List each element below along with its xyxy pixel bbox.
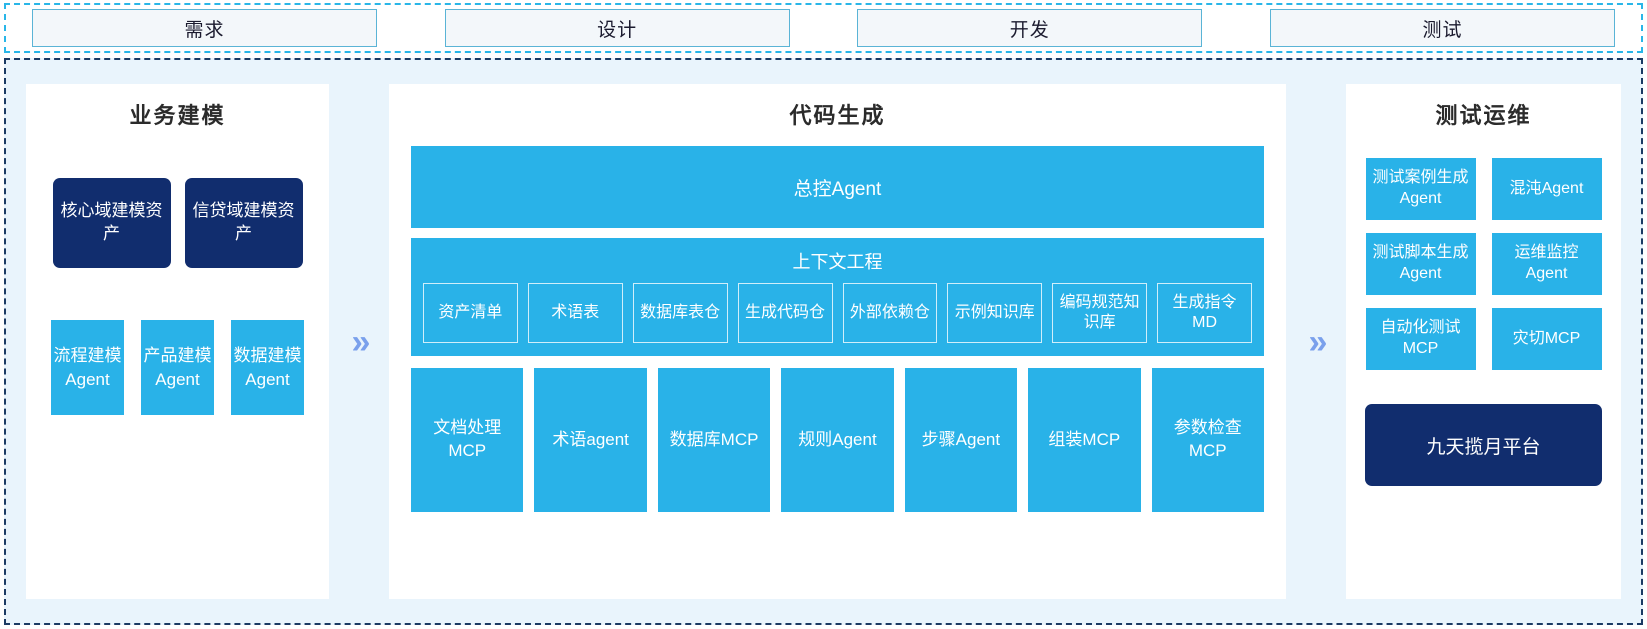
context-item-asset-inventory[interactable]: 资产清单 <box>423 283 518 343</box>
master-agent-label: 总控Agent <box>793 178 882 200</box>
tool-label: 文档处理MCP <box>433 418 502 460</box>
context-item-label: 生成指令MD <box>1172 294 1237 331</box>
platform-label: 九天揽月平台 <box>1426 436 1541 458</box>
test-ops-label: 运维监控Agent <box>1514 244 1579 282</box>
context-engineering-title: 上下文工程 <box>792 252 883 272</box>
asset-label: 核心域建模资产 <box>60 201 163 243</box>
modeling-agent-label: 产品建模Agent <box>143 345 212 389</box>
test-ops-label: 混沌Agent <box>1509 179 1584 197</box>
chevron-glyph: » <box>351 322 371 361</box>
context-item-example-knowledge-base[interactable]: 示例知识库 <box>947 283 1043 343</box>
context-item-label: 资产清单 <box>438 304 503 322</box>
chevron-right-icon-left: » <box>329 84 389 599</box>
context-item-glossary[interactable]: 术语表 <box>527 283 623 343</box>
test-ops-label: 测试脚本生成Agent <box>1372 244 1469 282</box>
asset-label: 信贷域建模资产 <box>192 201 295 243</box>
tool-box-parameter-check-mcp[interactable]: 参数检查MCP <box>1151 368 1264 512</box>
modeling-agent-data[interactable]: 数据建模Agent <box>231 320 304 415</box>
context-item-generated-code-repo[interactable]: 生成代码仓 <box>737 283 833 343</box>
phase-box-design[interactable]: 设计 <box>444 9 790 47</box>
context-item-generation-instruction-md[interactable]: 生成指令MD <box>1157 283 1252 343</box>
modeling-agent-label: 流程建模Agent <box>53 345 122 389</box>
panel-code-generation: 代码生成 总控Agent 上下文工程 资产清单 术语表 <box>389 84 1286 599</box>
context-item-label: 术语表 <box>551 304 600 322</box>
context-item-label: 数据库表仓 <box>640 304 721 322</box>
panel-business-modeling: 业务建模 核心域建模资产 信贷域建模资产 流程建模Agent 产品建模Agent… <box>26 84 329 599</box>
test-ops-item-test-script-generation-agent[interactable]: 测试脚本生成Agent <box>1365 233 1476 295</box>
tool-box-document-processing-mcp[interactable]: 文档处理MCP <box>411 368 524 512</box>
context-item-label: 编码规范知识库 <box>1059 294 1140 331</box>
tool-box-group: 文档处理MCP 术语agent 数据库MCP 规则Agent 步骤Agent <box>411 368 1264 512</box>
phase-label: 设计 <box>597 19 638 41</box>
phase-label: 测试 <box>1422 19 1463 41</box>
context-item-label: 示例知识库 <box>954 304 1035 322</box>
tool-box-assembly-mcp[interactable]: 组装MCP <box>1028 368 1141 512</box>
tool-label: 术语agent <box>552 429 629 449</box>
asset-box-group: 核心域建模资产 信贷域建模资产 <box>52 178 303 268</box>
panel-title: 业务建模 <box>129 103 226 128</box>
test-ops-item-chaos-agent[interactable]: 混沌Agent <box>1491 158 1602 220</box>
tool-box-database-mcp[interactable]: 数据库MCP <box>657 368 771 512</box>
test-ops-item-disaster-switch-mcp[interactable]: 灾切MCP <box>1491 308 1602 370</box>
context-item-external-dependency-repo[interactable]: 外部依赖仓 <box>842 283 938 343</box>
phase-box-requirements[interactable]: 需求 <box>32 9 377 47</box>
master-agent-box[interactable]: 总控Agent <box>411 146 1264 228</box>
asset-box-credit-domain[interactable]: 信贷域建模资产 <box>184 178 303 268</box>
platform-box[interactable]: 九天揽月平台 <box>1365 404 1602 486</box>
context-item-label: 生成代码仓 <box>745 304 826 322</box>
test-ops-item-ops-monitoring-agent[interactable]: 运维监控Agent <box>1491 233 1602 295</box>
context-item-group: 资产清单 术语表 数据库表仓 生成代码仓 外部依赖仓 <box>423 283 1252 343</box>
panel-title: 测试运维 <box>1435 103 1532 128</box>
test-ops-label: 测试案例生成Agent <box>1372 169 1469 207</box>
chevron-right-icon-right: » <box>1286 84 1346 599</box>
tool-box-rule-agent[interactable]: 规则Agent <box>781 368 894 512</box>
phase-box-development[interactable]: 开发 <box>857 9 1203 47</box>
modeling-agent-process[interactable]: 流程建模Agent <box>51 320 124 415</box>
test-ops-item-test-case-generation-agent[interactable]: 测试案例生成Agent <box>1365 158 1476 220</box>
tool-box-step-agent[interactable]: 步骤Agent <box>904 368 1018 512</box>
test-ops-label: 自动化测试MCP <box>1380 319 1461 357</box>
main-container: 业务建模 核心域建模资产 信贷域建模资产 流程建模Agent 产品建模Agent… <box>4 58 1643 625</box>
tool-label: 步骤Agent <box>921 429 1001 449</box>
context-item-coding-standard-knowledge-base[interactable]: 编码规范知识库 <box>1052 283 1148 343</box>
tool-box-glossary-agent[interactable]: 术语agent <box>534 368 647 512</box>
phase-label: 需求 <box>184 19 225 41</box>
context-item-db-table-repo[interactable]: 数据库表仓 <box>632 283 728 343</box>
code-generation-body: 总控Agent 上下文工程 资产清单 术语表 数据库表仓 <box>389 136 1286 530</box>
tool-label: 规则Agent <box>798 429 877 449</box>
asset-box-core-domain[interactable]: 核心域建模资产 <box>52 178 171 268</box>
chevron-glyph: » <box>1308 322 1328 361</box>
phase-strip: 需求 设计 开发 测试 <box>4 3 1643 53</box>
tool-label: 数据库MCP <box>669 429 759 449</box>
modeling-agent-product[interactable]: 产品建模Agent <box>141 320 214 415</box>
phase-label: 开发 <box>1009 19 1050 41</box>
panel-test-operations: 测试运维 测试案例生成Agent 混沌Agent 测试脚本生成Agent 运维监… <box>1346 84 1621 599</box>
test-ops-label: 灾切MCP <box>1512 329 1581 347</box>
phase-box-testing[interactable]: 测试 <box>1269 9 1615 47</box>
modeling-agent-group: 流程建模Agent 产品建模Agent 数据建模Agent <box>51 320 304 415</box>
tool-label: 参数检查MCP <box>1173 418 1242 460</box>
test-ops-item-automated-test-mcp[interactable]: 自动化测试MCP <box>1365 308 1476 370</box>
context-engineering-block: 上下文工程 资产清单 术语表 数据库表仓 生成代码仓 <box>411 238 1264 356</box>
panel-title: 代码生成 <box>789 103 886 128</box>
test-ops-item-group: 测试案例生成Agent 混沌Agent 测试脚本生成Agent 运维监控Agen… <box>1365 158 1602 370</box>
tool-label: 组装MCP <box>1048 429 1121 449</box>
modeling-agent-label: 数据建模Agent <box>233 345 302 389</box>
context-item-label: 外部依赖仓 <box>849 304 930 322</box>
